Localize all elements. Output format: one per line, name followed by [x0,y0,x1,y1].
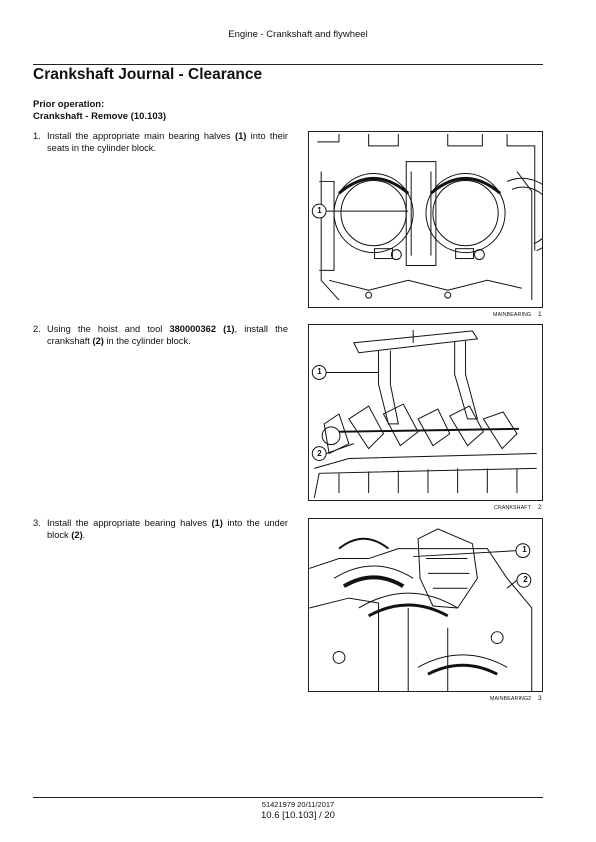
footer-page-number: 10.6 [10.103] / 20 [261,810,335,821]
running-header: Engine - Crankshaft and flywheel [228,29,368,40]
step-1: 1. Install the appropriate main bearing … [33,130,288,155]
figure-main-bearing-2: 1 2 [308,518,543,692]
figure-number: 2 [538,504,542,511]
footer-rule [33,797,543,798]
step-3: 3. Install the appropriate bearing halve… [33,517,288,542]
figure-caption: MAINBEARING [493,312,532,318]
step-number: 3. [33,518,41,528]
under-block-illustration [309,528,533,691]
figure-caption: CRANKSHAFT [494,505,531,511]
figure-main-bearing: 1 [308,131,543,308]
figure-number: 1 [538,311,542,318]
prior-operation-label: Prior operation: [33,99,105,110]
main-bearing-illustration [311,133,542,301]
header-rule [33,64,543,65]
step-number: 2. [33,324,41,334]
figure-caption: MAINBEARING2 [490,696,532,702]
callout-1: 1 [317,367,322,376]
prior-operation-link[interactable]: Crankshaft - Remove (10.103) [33,111,167,122]
step-text: Install the appropriate bearing halves (… [47,518,288,541]
step-text: Using the hoist and tool 380000362 (1), … [47,324,289,347]
step-text: Install the appropriate main bearing hal… [47,131,288,154]
callout-1: 1 [317,206,322,215]
callout-2: 2 [317,449,322,458]
figure-crankshaft: 1 2 [308,324,543,501]
footer-doc-code: 51421979 20/11/2017 [261,800,335,809]
crankshaft-illustration [311,329,537,499]
figure-number: 3 [538,695,542,702]
page-title: Crankshaft Journal - Clearance [33,66,263,83]
callout-2: 2 [523,575,528,584]
step-2: 2. Using the hoist and tool 380000362 (1… [33,323,288,348]
callout-1: 1 [522,545,527,554]
prior-operation: Prior operation: Crankshaft - Remove (10… [33,99,166,123]
step-number: 1. [33,131,41,141]
